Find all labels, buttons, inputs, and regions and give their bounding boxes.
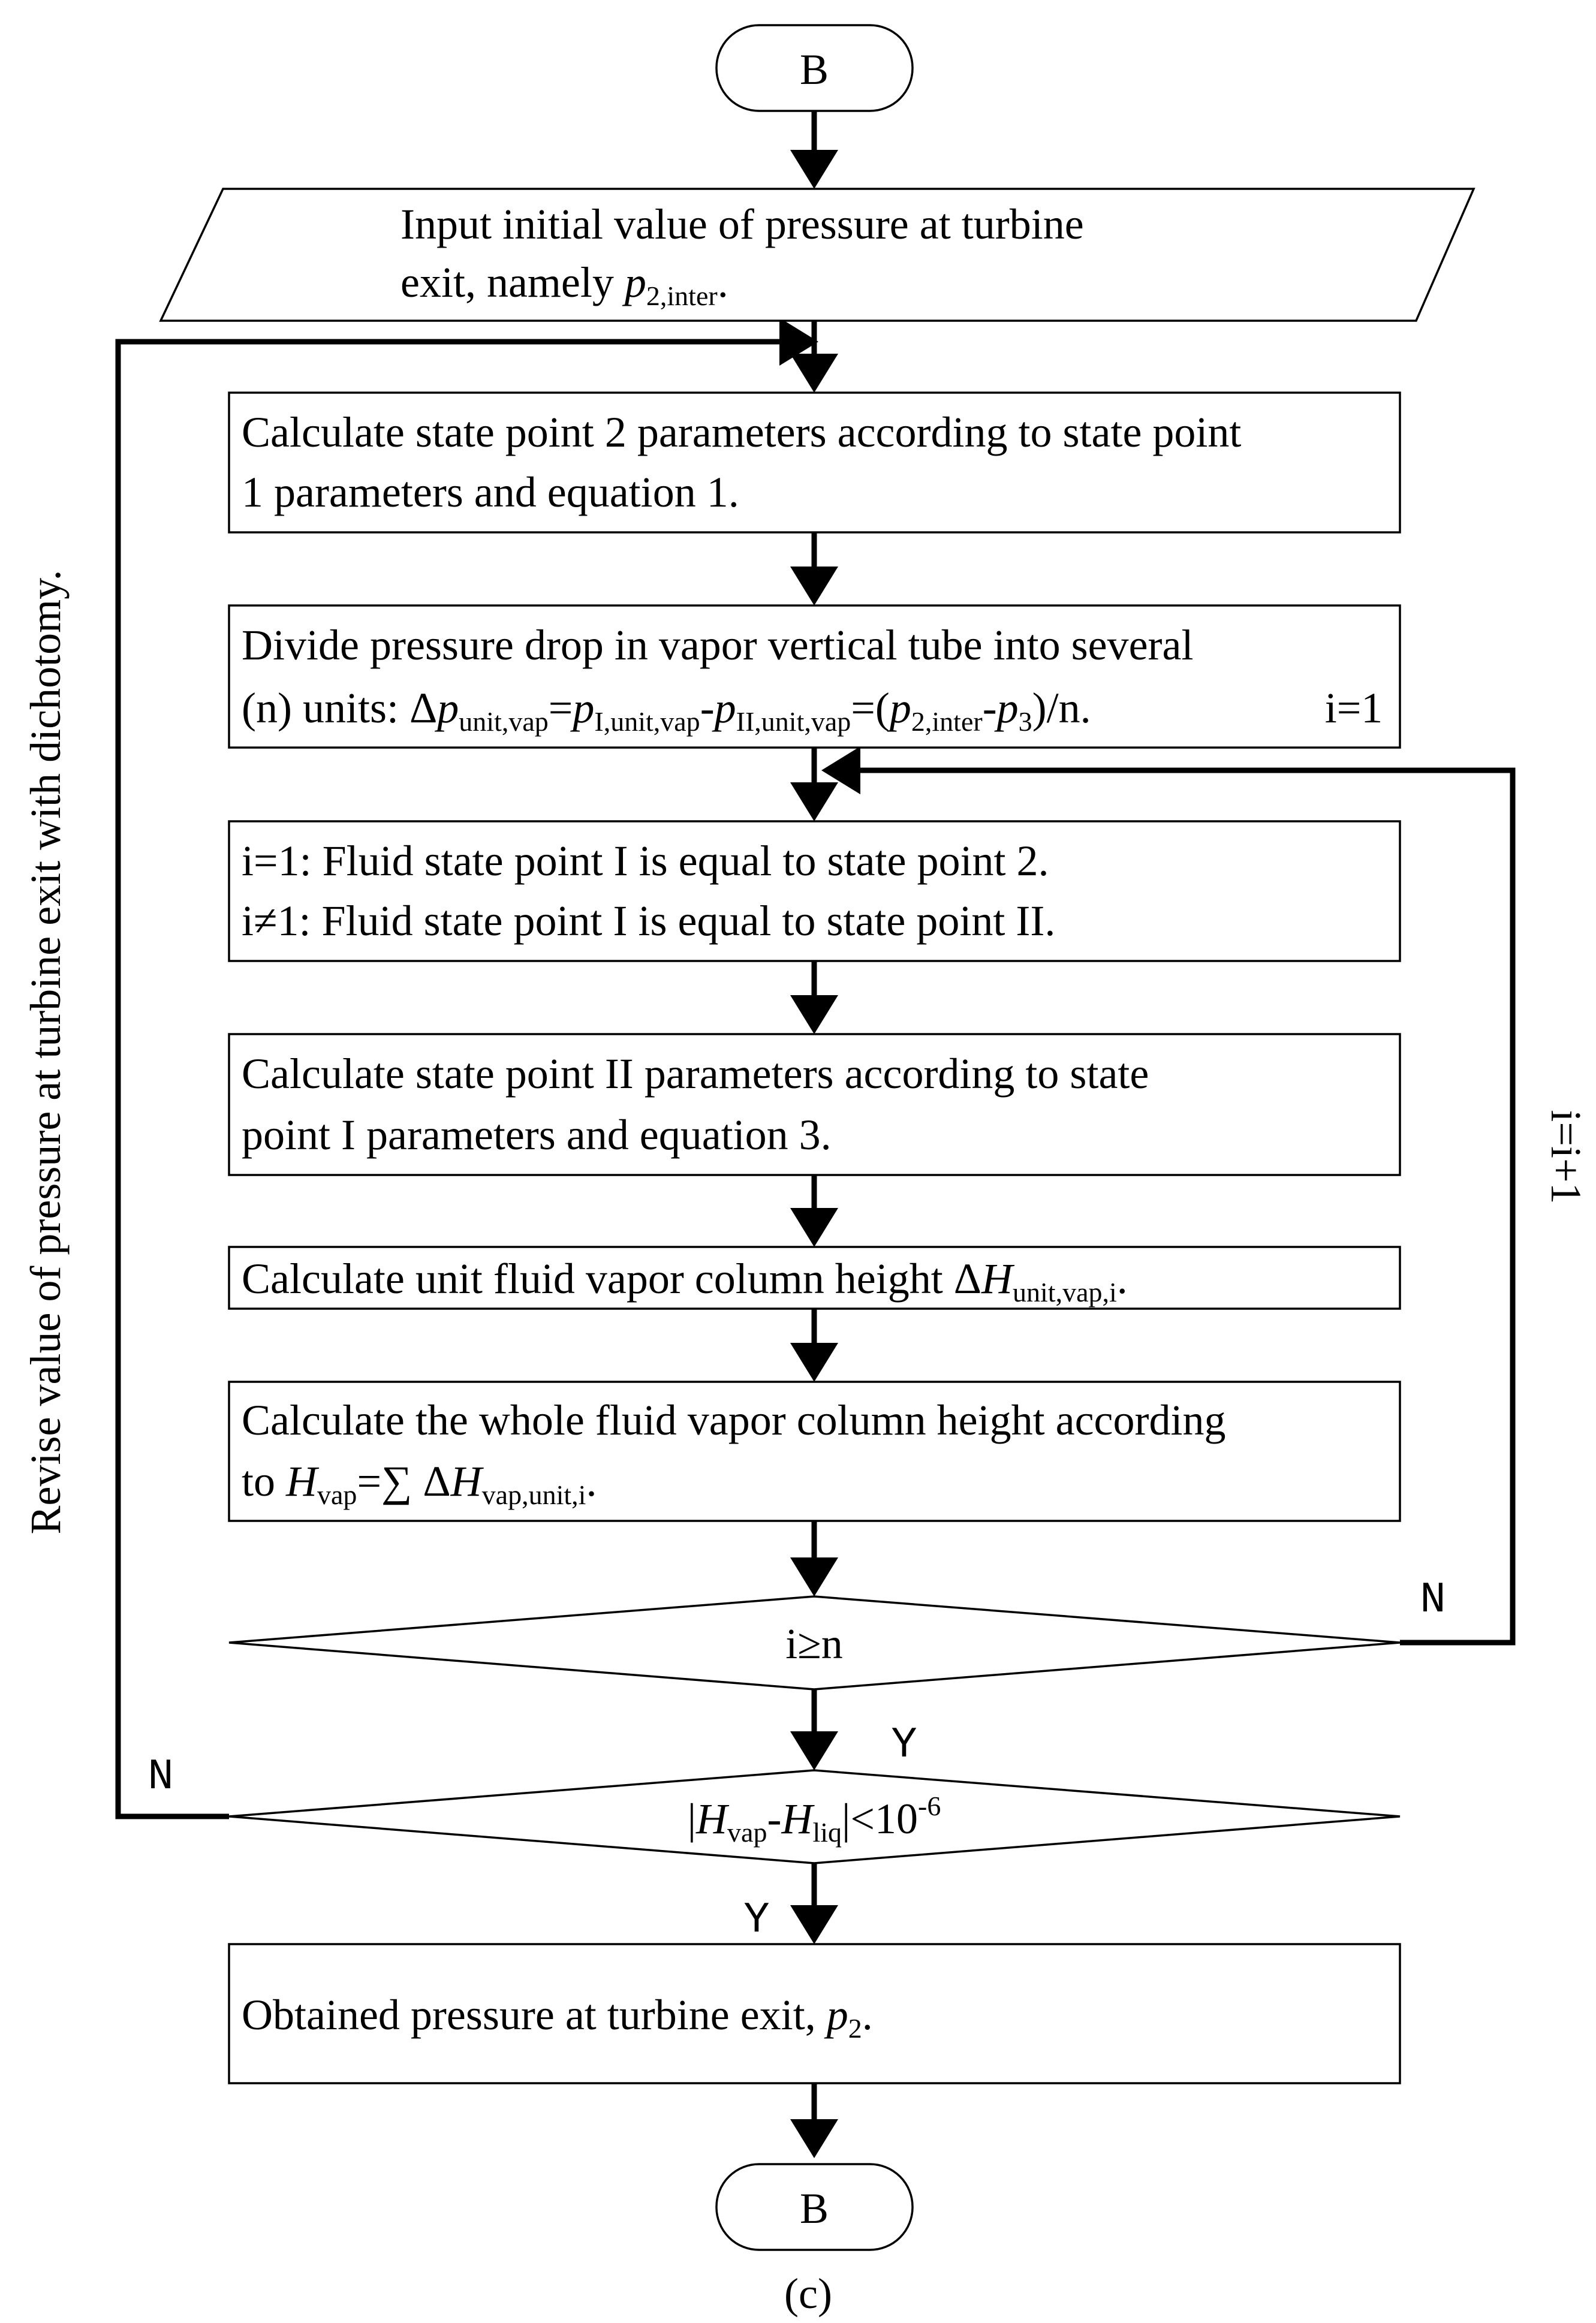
step-total-height: Calculate the whole fluid vapor column h… xyxy=(228,1381,1401,1522)
arrowhead xyxy=(790,1905,838,1944)
step-total-height-line1: Calculate the whole fluid vapor column h… xyxy=(242,1396,1225,1444)
decision-i: i≥n xyxy=(228,1595,1401,1691)
text-segment: | xyxy=(688,1795,696,1843)
text-segment: p xyxy=(434,684,459,732)
step-divide-line2: (n) units: Δpunit,vap=pI,unit,vap-pII,un… xyxy=(242,684,1091,737)
text-segment: p xyxy=(824,1991,848,2039)
arrowhead xyxy=(790,150,838,189)
subscript: vap,unit,i xyxy=(482,1480,586,1510)
step-total-height-line2: to Hvap=∑ ΔHvap,unit,i. xyxy=(242,1457,597,1510)
text-segment: - xyxy=(983,684,997,732)
inner-yes-label: Y xyxy=(891,1721,917,1770)
step-state-II: Calculate state point II parameters acco… xyxy=(228,1033,1401,1176)
arrowhead xyxy=(790,1343,838,1382)
text-segment: p xyxy=(887,684,911,732)
step-state2-line1: Calculate state point 2 parameters accor… xyxy=(242,408,1241,456)
text-segment: H xyxy=(450,1457,484,1505)
step-result: Obtained pressure at turbine exit, p2. xyxy=(228,1943,1401,2084)
outer-loop-label: Revise value of pressure at turbine exit… xyxy=(22,570,70,1535)
inner-loop xyxy=(821,746,1516,1646)
subscript: I,unit,vap xyxy=(594,706,700,737)
subscript: liq xyxy=(812,1817,842,1848)
step-assign: i=1: Fluid state point I is equal to sta… xyxy=(228,820,1401,962)
step-state-II-line1: Calculate state point II parameters acco… xyxy=(242,1050,1149,1098)
step-divide-counter: i=1 xyxy=(1325,684,1383,732)
subscript: 2,inter xyxy=(911,706,983,737)
text-segment: )/n. xyxy=(1032,684,1091,732)
arrowhead xyxy=(821,746,860,794)
inner-loop-line xyxy=(860,767,1516,1646)
subscript: unit,vap xyxy=(459,706,548,737)
terminal-end: B xyxy=(715,2163,914,2251)
step-assign-line2: i≠1: Fluid state point I is equal to sta… xyxy=(242,897,1055,945)
step-assign-line1: i=1: Fluid state point I is equal to sta… xyxy=(242,837,1049,885)
text-segment: H xyxy=(781,1795,815,1843)
text-segment: p xyxy=(994,684,1019,732)
decision-h: |Hvap-Hliq|<10-6 xyxy=(228,1769,1401,1864)
arrowhead xyxy=(790,1731,838,1770)
text-segment: Calculate unit fluid vapor column height… xyxy=(242,1255,981,1303)
arrowhead xyxy=(790,782,838,821)
superscript: -6 xyxy=(918,1791,941,1821)
outer-loop xyxy=(115,318,818,1819)
text-segment: H xyxy=(981,1255,1015,1303)
outer-loop-line xyxy=(115,339,779,1819)
text-segment: . xyxy=(1117,1255,1128,1303)
text-segment: = xyxy=(549,684,573,732)
inner-loop-label: i=i+1 xyxy=(1542,1110,1590,1204)
terminal-start-label: B xyxy=(800,46,829,94)
step-state-II-line2: point I parameters and equation 3. xyxy=(242,1111,832,1159)
text-segment: . xyxy=(862,1991,873,2039)
subscript: 3 xyxy=(1019,706,1032,737)
decision-h-label: |Hvap-Hliq|<10-6 xyxy=(688,1791,941,1848)
text-segment: =( xyxy=(851,684,890,732)
arrowhead xyxy=(790,1557,838,1596)
subscript: vap xyxy=(317,1480,357,1510)
text-segment: to xyxy=(242,1457,286,1505)
input-step-line2: exit, namely p2,inter. xyxy=(400,258,728,311)
subscript: II,unit,vap xyxy=(736,706,851,737)
step-state2: Calculate state point 2 parameters accor… xyxy=(228,391,1401,534)
step-result-text: Obtained pressure at turbine exit, p2. xyxy=(242,1991,873,2044)
subscript: vap xyxy=(727,1817,767,1848)
step-divide-line1: Divide pressure drop in vapor vertical t… xyxy=(242,621,1193,669)
decision-i-label: i≥n xyxy=(785,1620,843,1668)
arrowhead xyxy=(790,995,838,1034)
arrowhead xyxy=(790,567,838,605)
terminal-end-label: B xyxy=(800,2185,829,2232)
input-step: Input initial value of pressure at turbi… xyxy=(159,188,1475,322)
input-step-line1: Input initial value of pressure at turbi… xyxy=(400,200,1084,248)
connector-lines xyxy=(790,111,838,2158)
figure-caption: (c) xyxy=(784,2270,832,2318)
step-divide: Divide pressure drop in vapor vertical t… xyxy=(228,604,1401,749)
arrowhead xyxy=(790,354,838,393)
arrowhead xyxy=(790,2119,838,2158)
text-segment: |<10 xyxy=(842,1795,918,1843)
arrowhead xyxy=(779,318,818,366)
text-segment: - xyxy=(767,1795,781,1843)
arrowhead xyxy=(790,1208,838,1247)
text-segment: . xyxy=(586,1457,597,1505)
text-segment: H xyxy=(695,1795,730,1843)
text-segment: Obtained pressure at turbine exit, xyxy=(242,1991,827,2039)
step-unit-height-text: Calculate unit fluid vapor column height… xyxy=(242,1255,1128,1307)
inner-no-label: N xyxy=(1420,1575,1446,1625)
step-unit-height: Calculate unit fluid vapor column height… xyxy=(228,1246,1401,1310)
text-segment: p xyxy=(712,684,736,732)
text-segment: - xyxy=(700,684,715,732)
terminal-start: B xyxy=(715,24,914,112)
outer-yes-label: Y xyxy=(743,1896,769,1945)
text-segment: (n) units: Δ xyxy=(242,684,437,732)
text-segment: =∑ Δ xyxy=(357,1457,450,1505)
text-segment: H xyxy=(285,1457,320,1505)
text-segment: p xyxy=(570,684,594,732)
subscript: unit,vap,i xyxy=(1013,1277,1117,1307)
subscript: 2 xyxy=(848,2013,862,2044)
outer-no-label: N xyxy=(147,1752,173,1801)
step-state2-line2: 1 parameters and equation 1. xyxy=(242,468,739,516)
